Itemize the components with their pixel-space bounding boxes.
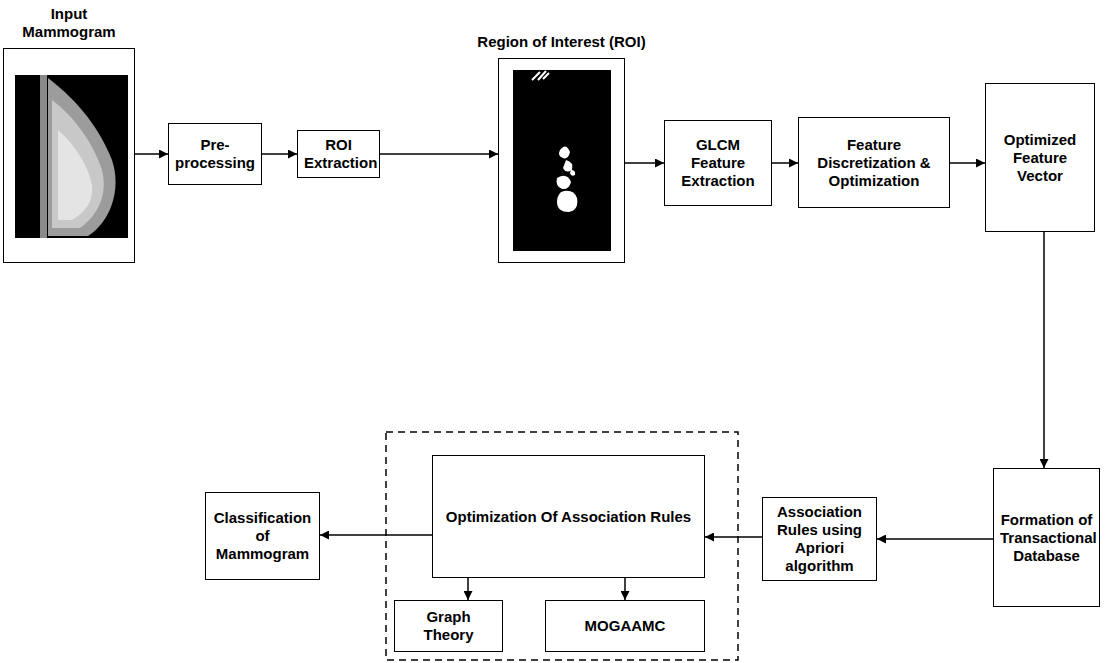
process-box: Association Rules using Apriori algorith… (762, 497, 877, 581)
process-box: Formation of Transactional Database (993, 468, 1100, 607)
box-label: Classification of Mammogram (206, 509, 319, 563)
box-label: Formation of Transactional Database (994, 511, 1099, 565)
image-box: Input Mammogram (3, 48, 135, 263)
arrow-connector (262, 153, 297, 155)
process-box: ROI Extraction (297, 130, 380, 178)
arrow-connector (625, 162, 664, 164)
box-label: GLCM Feature Extraction (665, 136, 771, 190)
image-heading: Region of Interest (ROI) (477, 33, 645, 51)
arrow-connector (772, 162, 798, 164)
process-box: Feature Discretization & Optimization (798, 117, 950, 208)
process-box: Optimized Feature Vector (985, 83, 1095, 232)
process-box: GLCM Feature Extraction (664, 120, 772, 206)
arrow-connector (1043, 232, 1045, 468)
process-box: Optimization Of Association Rules (432, 455, 705, 578)
roi-image (513, 70, 611, 251)
arrow-connector (624, 578, 626, 600)
arrow-connector (467, 578, 469, 600)
process-box: MOGAAMC (545, 600, 705, 652)
arrow-connector (705, 536, 762, 538)
arrow-connector (950, 162, 985, 164)
box-label: Optimization Of Association Rules (433, 508, 704, 526)
process-box: Classification of Mammogram (205, 492, 320, 580)
arrow-connector (320, 534, 432, 536)
process-box: Graph Theory (394, 600, 503, 652)
box-label: Pre-processing (169, 136, 261, 172)
image-heading: Input Mammogram (22, 5, 117, 41)
box-label: Feature Discretization & Optimization (799, 136, 949, 190)
box-label: Optimized Feature Vector (986, 131, 1094, 185)
image-box: Region of Interest (ROI) (498, 58, 625, 263)
mammogram-image (15, 75, 128, 238)
box-label: ROI Extraction (298, 136, 379, 172)
box-label: MOGAAMC (546, 617, 704, 635)
box-label: Association Rules using Apriori algorith… (763, 503, 876, 575)
arrow-connector (877, 538, 993, 540)
arrow-connector (380, 153, 498, 155)
group-dashed-box (386, 432, 738, 660)
box-label: Graph Theory (395, 608, 502, 644)
arrow-connector (135, 153, 168, 155)
process-box: Pre-processing (168, 123, 262, 185)
